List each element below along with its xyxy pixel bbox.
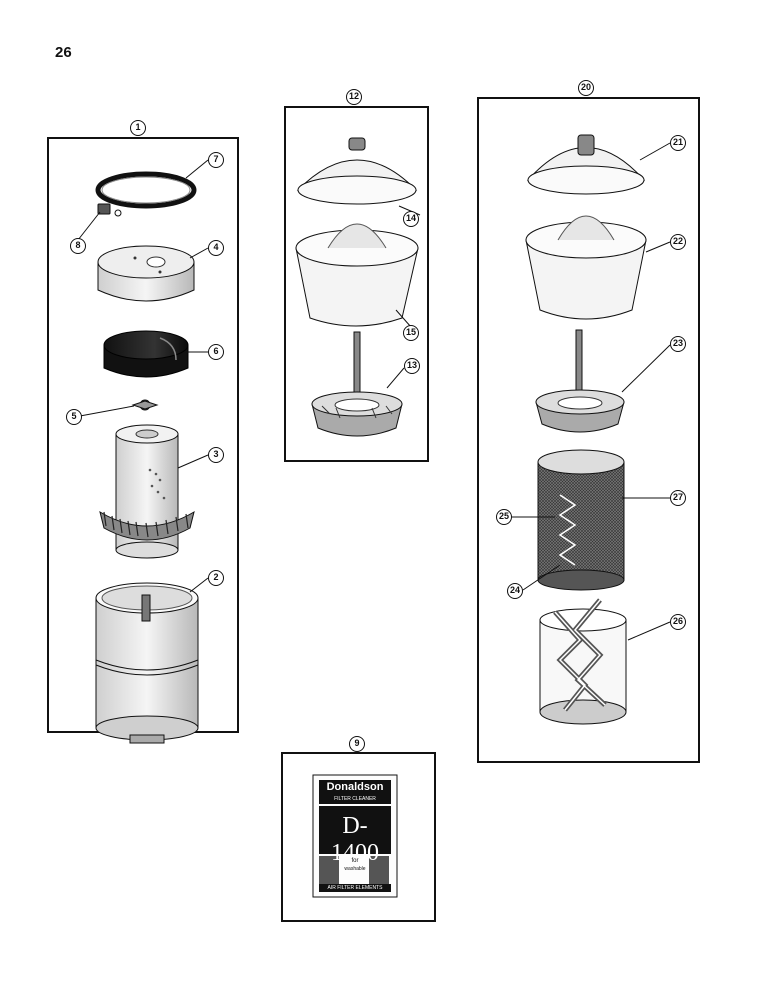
filter-cover (97, 245, 195, 302)
can-brand: Donaldson (326, 781, 384, 793)
group-12-frame (284, 106, 429, 462)
callout-25[interactable]: 25 (496, 509, 512, 525)
group-20-frame (477, 97, 700, 763)
callout-24[interactable]: 24 (507, 583, 523, 599)
wing-nut (131, 399, 159, 411)
callout-26[interactable]: 26 (670, 614, 686, 630)
callout-3[interactable]: 3 (208, 447, 224, 463)
callout-23[interactable]: 23 (670, 336, 686, 352)
can-for-text: for (351, 858, 359, 864)
callout-2[interactable]: 2 (208, 570, 224, 586)
callout-9[interactable]: 9 (349, 736, 365, 752)
callout-4[interactable]: 4 (208, 240, 224, 256)
cap-12 (296, 137, 418, 205)
callout-20[interactable]: 20 (578, 80, 594, 96)
callout-1[interactable]: 1 (130, 120, 146, 136)
cleaner-can (312, 774, 398, 898)
separator-23 (535, 329, 625, 433)
can-usage: washable (344, 866, 366, 872)
callout-27[interactable]: 27 (670, 490, 686, 506)
can-model: D-1400 (331, 813, 379, 866)
callout-21[interactable]: 21 (670, 135, 686, 151)
can-subtitle: FILTER CLEANER (334, 796, 376, 802)
callout-6[interactable]: 6 (208, 344, 224, 360)
callout-22[interactable]: 22 (670, 234, 686, 250)
callout-12[interactable]: 12 (346, 89, 362, 105)
callout-7[interactable]: 7 (208, 152, 224, 168)
can-footer: AIR FILTER ELEMENTS (327, 885, 383, 891)
separator-13 (311, 331, 403, 437)
group-9-frame (281, 752, 436, 922)
callout-5[interactable]: 5 (66, 409, 82, 425)
page-number: 26 (55, 44, 72, 61)
clamp-ring (95, 171, 197, 209)
filter-pad (103, 330, 189, 378)
callout-14[interactable]: 14 (403, 211, 419, 227)
bowl-15 (295, 223, 419, 327)
bowl-22 (525, 215, 647, 320)
callout-13[interactable]: 13 (404, 358, 420, 374)
callout-15[interactable]: 15 (403, 325, 419, 341)
cap-21 (526, 134, 646, 195)
baffle-26 (539, 598, 627, 725)
filter-element (99, 424, 195, 559)
clamp-bolt (97, 203, 122, 217)
callout-8[interactable]: 8 (70, 238, 86, 254)
screen-element (537, 449, 625, 591)
filter-body (95, 582, 199, 744)
